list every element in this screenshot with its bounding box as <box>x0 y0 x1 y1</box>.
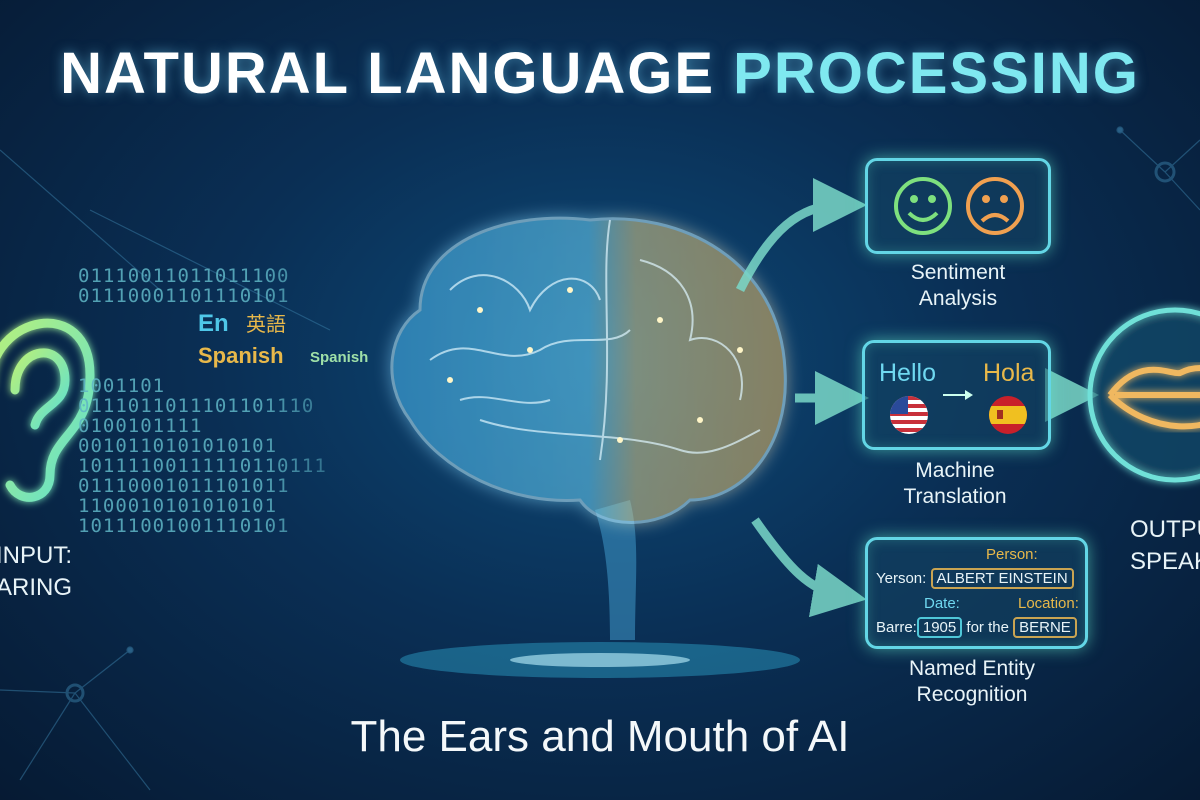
spain-flag-icon <box>989 396 1027 434</box>
language-en: En <box>198 310 229 337</box>
ner-box: Person: Yerson: ALBERT EINSTEIN Date: Lo… <box>865 537 1088 649</box>
binary-row: 10111001001110101 <box>78 515 290 537</box>
arrow-to-sentiment <box>735 178 867 293</box>
target-word: Hola <box>983 359 1035 387</box>
page-title: NATURAL LANGUAGE PROCESSING <box>60 41 1140 106</box>
binary-row: 1001101 <box>78 375 240 397</box>
input-label: INPUT:HEARING <box>0 542 72 601</box>
arrow-to-ner <box>751 517 867 618</box>
sentiment-box <box>865 158 1051 254</box>
binary-row: 1100010101010101 <box>78 495 278 517</box>
happy-face-icon <box>894 177 952 235</box>
binary-row: 0010110101010101 <box>78 435 278 457</box>
binary-row: 0111011011101101110 <box>78 395 315 417</box>
lips-icon <box>1087 307 1200 483</box>
subtitle: The Ears and Mouth of AI <box>350 712 850 761</box>
binary-row: 10111100111110110111 <box>78 455 327 477</box>
translation-box: Hello Hola <box>862 340 1051 450</box>
language-spanish: Spanish <box>198 343 284 368</box>
language-band: En 英語 Spanish Spanish <box>198 310 408 372</box>
sad-face-icon <box>966 177 1024 235</box>
us-flag-icon <box>890 396 928 434</box>
ear-icon <box>0 318 95 502</box>
language-spanish-small: Spanish <box>310 349 369 366</box>
brain-illustration <box>390 216 787 640</box>
sentiment-faces <box>894 177 1024 235</box>
entity-person: ALBERT EINSTEIN <box>930 568 1074 589</box>
entity-location: BERNE <box>1013 617 1077 638</box>
arrow-right-icon <box>943 390 973 400</box>
binary-row: 0100101111 <box>78 415 327 437</box>
source-word: Hello <box>879 359 936 387</box>
output-label: OUTPUT:SPEAKING <box>1130 516 1200 575</box>
entity-date: 1905 <box>916 617 963 638</box>
binary-row: 01110001011101011 <box>78 475 290 497</box>
binary-row: 01110011011011100 <box>78 265 290 287</box>
binary-row: 01110001101110101 <box>78 285 290 307</box>
language-jp: 英語 <box>246 314 286 336</box>
